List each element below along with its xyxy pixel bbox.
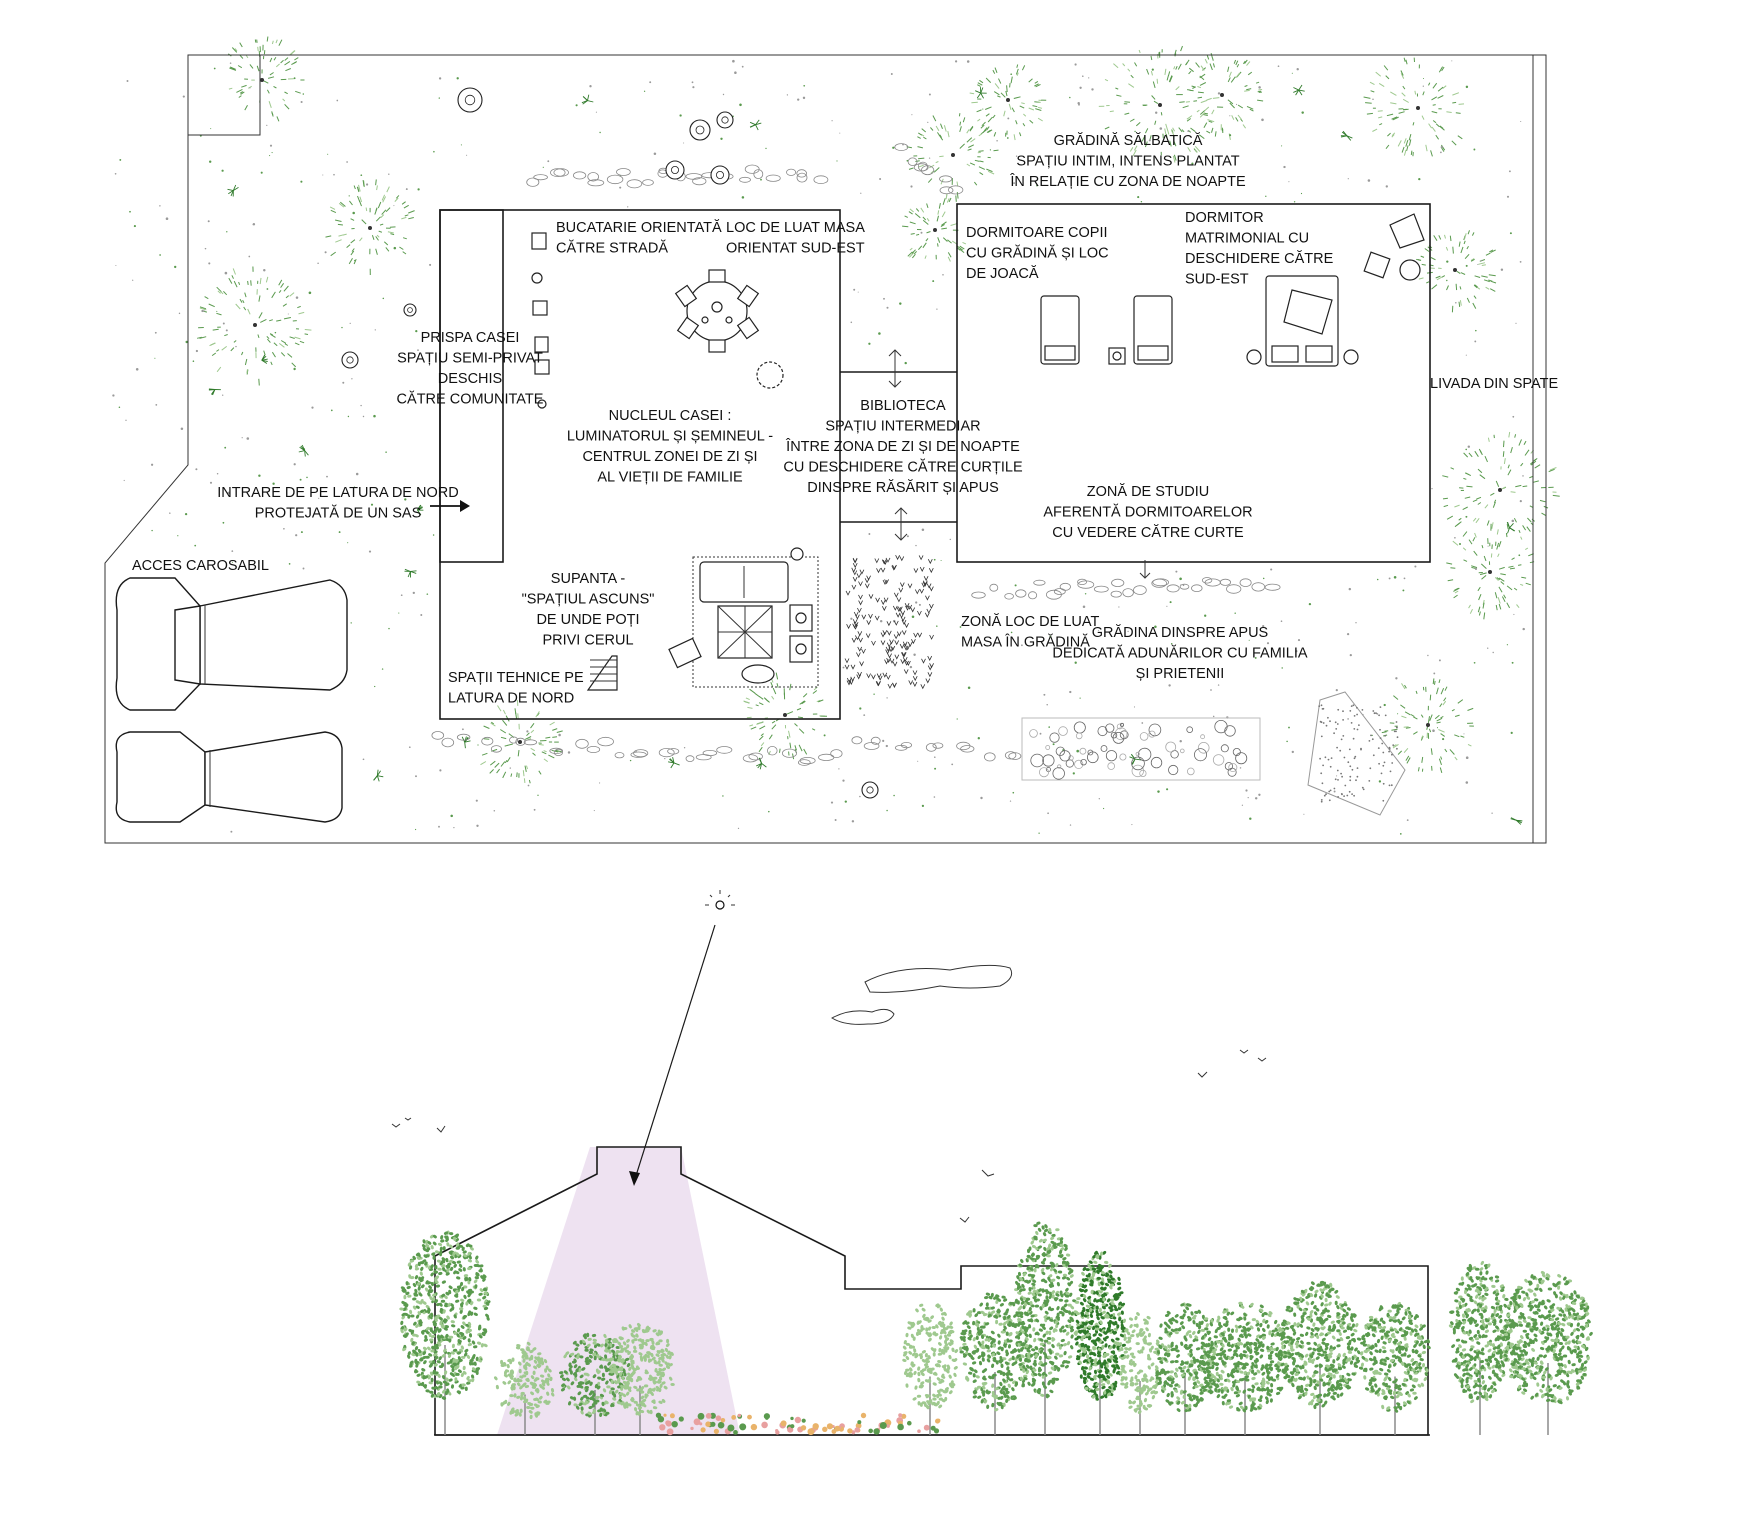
label-car-access: ACCES CAROSABIL	[132, 558, 269, 574]
label-house-core: NUCLEUL CASEI :LUMINATORUL ȘI ȘEMINEUL -…	[567, 408, 773, 486]
skylight-light-beam	[497, 1147, 740, 1435]
dining-table	[676, 270, 759, 352]
birds	[392, 1050, 1266, 1222]
sun-icon	[705, 890, 735, 909]
clouds	[832, 965, 1012, 1024]
armchair	[1364, 252, 1390, 278]
child-bed-pillow	[1045, 346, 1075, 360]
lamp	[1344, 350, 1358, 364]
plant-pot	[757, 362, 783, 388]
stair	[588, 656, 617, 690]
sun-ray-arrow	[634, 925, 715, 1182]
label-orchard: LIVADA DIN SPATE	[1430, 376, 1558, 392]
living-area	[669, 548, 818, 687]
kitchen-appliance	[532, 233, 546, 249]
side-table	[1400, 260, 1420, 280]
bed-pillow	[1306, 346, 1332, 362]
garden-dining-table	[1022, 718, 1260, 780]
car	[116, 578, 347, 710]
kitchen-appliance	[532, 273, 542, 283]
hammock-rug	[1308, 692, 1405, 815]
car	[116, 732, 342, 822]
kitchen-appliance	[533, 301, 547, 315]
lamp	[1113, 352, 1121, 360]
lamp	[1247, 350, 1261, 364]
site-vegetation	[112, 37, 1559, 835]
child-bed-pillow	[1138, 346, 1168, 360]
bed-pillow	[1272, 346, 1298, 362]
armchair	[1390, 214, 1424, 248]
